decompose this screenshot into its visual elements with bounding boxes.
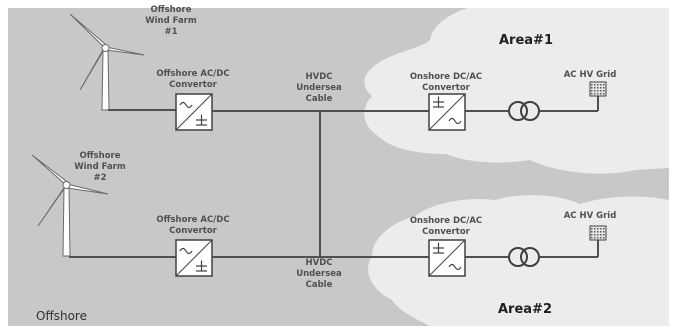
- onshore-converter-1-icon: [428, 93, 466, 131]
- wind-farm-1-label-line3: #1: [164, 27, 177, 37]
- ac-hv-grid-2-icon: [589, 225, 607, 241]
- wind-farm-1-label-line2: Wind Farm: [145, 16, 197, 26]
- offshore-converter-2-label-line2: Convertor: [169, 226, 218, 236]
- onshore-converter-2-icon: [428, 239, 466, 277]
- cable-1-label-line1: HVDC: [306, 72, 333, 82]
- ac-hv-grid-1-label: AC HV Grid: [564, 70, 617, 80]
- ac-hv-grid-1-icon: [589, 81, 607, 97]
- wind-farm-2-label-line2: Wind Farm: [74, 162, 126, 172]
- wind-turbine-1-icon: [69, 13, 145, 111]
- onshore-converter-1-label-line1: Onshore DC/AC: [410, 72, 482, 82]
- offshore-converter-1-label-line1: Offshore AC/DC: [156, 69, 229, 79]
- area-2-label: Area#2: [498, 302, 552, 317]
- offshore-region-label: Offshore: [36, 309, 87, 323]
- cable-2-label-line2: Undersea: [296, 269, 342, 279]
- cable-1-label-line2: Undersea: [296, 83, 342, 93]
- offshore-converter-2-icon: [175, 239, 213, 277]
- offshore-converter-1-icon: [175, 93, 213, 131]
- offshore-converter-2-label-line1: Offshore AC/DC: [156, 215, 229, 225]
- cable-1-label-line3: Cable: [306, 94, 333, 104]
- wind-farm-2-label-line3: #2: [93, 173, 106, 183]
- area-1-land: [364, 8, 669, 174]
- onshore-converter-2-label-line1: Onshore DC/AC: [410, 216, 482, 226]
- onshore-converter-1-label-line2: Convertor: [422, 83, 471, 93]
- cable-2-label-line1: HVDC: [306, 258, 333, 268]
- hvdc-wiring: [69, 96, 599, 258]
- area-1-label: Area#1: [499, 33, 553, 48]
- wind-farm-2-label-line1: Offshore: [79, 151, 120, 161]
- transformer-1-icon: [508, 101, 540, 121]
- wind-turbine-2-icon: [31, 154, 109, 257]
- wind-farm-1-label-line1: Offshore: [150, 5, 191, 15]
- ac-hv-grid-2-label: AC HV Grid: [564, 211, 617, 221]
- cable-2-label-line3: Cable: [306, 280, 333, 290]
- transformer-2-icon: [508, 247, 540, 267]
- offshore-converter-1-label-line2: Convertor: [169, 80, 218, 90]
- onshore-converter-2-label-line2: Convertor: [422, 227, 471, 237]
